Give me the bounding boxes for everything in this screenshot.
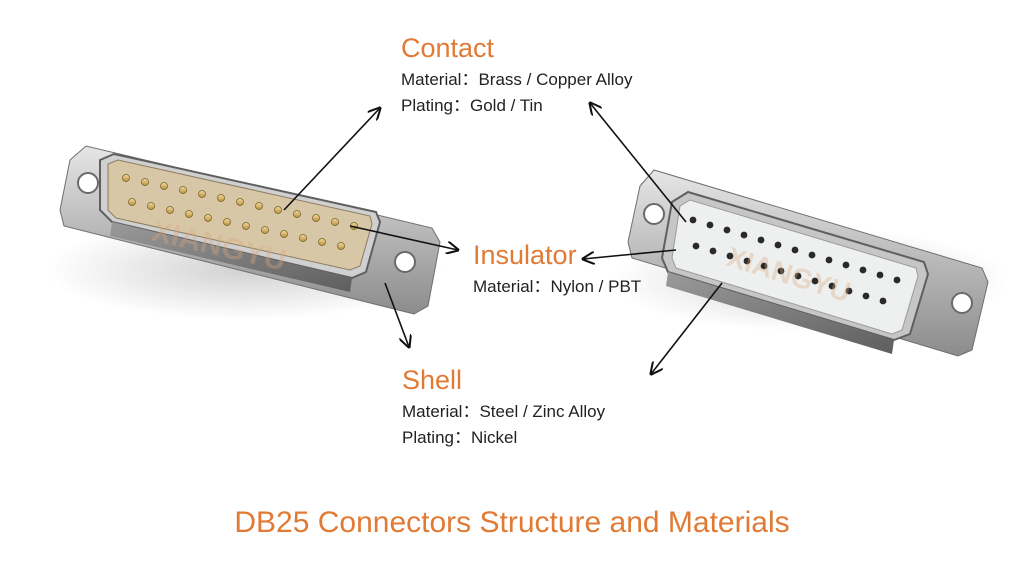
female-hole — [879, 297, 887, 305]
shell-title: Shell — [402, 365, 463, 395]
shell-plating-row: Plating：Nickel — [402, 425, 605, 451]
female-mounting-hole-right — [951, 292, 973, 314]
female-mounting-hole-left — [643, 203, 665, 225]
shell-material-label: Material： — [402, 402, 480, 421]
female-shell-body — [666, 272, 894, 354]
male-pin — [223, 218, 231, 226]
male-connector — [45, 145, 445, 320]
male-pin — [331, 218, 339, 226]
female-hole — [876, 271, 884, 279]
female-hole — [777, 267, 785, 275]
male-insulator — [107, 159, 373, 271]
insulator-material-label: Material： — [473, 277, 551, 296]
male-pin — [242, 222, 250, 230]
female-hole — [723, 226, 731, 234]
arrow-insulator-female — [583, 249, 677, 259]
contact-material-label: Material： — [401, 70, 479, 89]
female-hole — [828, 282, 836, 290]
contact-material-row: Material：Brass / Copper Alloy — [401, 67, 632, 93]
male-mounting-hole-left — [77, 172, 99, 194]
shell-plating-value: Nickel — [470, 428, 518, 447]
female-hole — [774, 241, 782, 249]
female-hole — [859, 266, 867, 274]
arrow-shell-male — [384, 282, 409, 347]
contact-plating-value: Gold / Tin — [469, 96, 543, 115]
arrow-shell-female — [651, 282, 723, 374]
callout-arrows — [283, 103, 723, 374]
shell-callout: Shell Material：Steel / Zinc Alloy Platin… — [402, 365, 605, 451]
female-hole — [692, 242, 700, 250]
male-pin — [204, 214, 212, 222]
male-pin — [185, 210, 193, 218]
female-hole — [757, 236, 765, 244]
male-pin — [318, 238, 326, 246]
female-hole — [726, 252, 734, 260]
arrow-contact-female — [590, 103, 687, 223]
female-hole — [709, 247, 717, 255]
contact-callout: Contact Material：Brass / Copper Alloy Pl… — [401, 33, 632, 119]
male-pin — [179, 186, 187, 194]
insulator-material-row: Material：Nylon / PBT — [473, 274, 641, 300]
female-hole — [808, 251, 816, 259]
male-pin — [280, 230, 288, 238]
male-pin-row-bottom — [128, 198, 345, 250]
male-pin — [236, 198, 244, 206]
female-hole — [862, 292, 870, 300]
male-mounting-hole-right — [394, 251, 416, 273]
female-hole — [743, 257, 751, 265]
male-pin — [293, 210, 301, 218]
male-pin-row-top — [122, 174, 358, 230]
male-pin — [261, 226, 269, 234]
male-pin — [299, 234, 307, 242]
male-pin — [198, 190, 206, 198]
male-shell-body — [110, 222, 352, 292]
arrow-contact-male — [283, 108, 380, 211]
female-hole — [689, 216, 697, 224]
contact-plating-row: Plating：Gold / Tin — [401, 93, 632, 119]
male-pin — [160, 182, 168, 190]
female-connector — [610, 169, 1010, 357]
contact-plating-label: Plating： — [401, 96, 470, 115]
female-hole-row-bottom — [692, 242, 887, 305]
female-hole — [706, 221, 714, 229]
female-hole — [893, 276, 901, 284]
diagram-caption: DB25 Connectors Structure and Materials — [234, 506, 790, 539]
insulator-material-value: Nylon / PBT — [550, 277, 642, 296]
male-pin — [141, 178, 149, 186]
female-hole — [811, 277, 819, 285]
female-hole — [825, 256, 833, 264]
male-pin — [217, 194, 225, 202]
arrow-insulator-male — [349, 225, 458, 250]
shell-material-row: Material：Steel / Zinc Alloy — [402, 399, 605, 425]
female-hole — [794, 272, 802, 280]
female-hole — [760, 262, 768, 270]
male-pin — [312, 214, 320, 222]
female-hole — [740, 231, 748, 239]
insulator-title: Insulator — [473, 240, 577, 270]
female-hole — [791, 246, 799, 254]
contact-title: Contact — [401, 33, 495, 63]
male-pin — [128, 198, 136, 206]
male-pin — [166, 206, 174, 214]
insulator-callout: Insulator Material：Nylon / PBT — [473, 240, 641, 300]
shell-plating-label: Plating： — [402, 428, 471, 447]
female-hole — [842, 261, 850, 269]
female-hole — [845, 287, 853, 295]
contact-material-value: Brass / Copper Alloy — [478, 70, 633, 89]
male-pin — [337, 242, 345, 250]
female-hole-row-top — [689, 216, 901, 284]
male-pin — [122, 174, 130, 182]
male-pin — [274, 206, 282, 214]
male-pin — [255, 202, 263, 210]
shell-material-value: Steel / Zinc Alloy — [479, 402, 606, 421]
female-insulator — [671, 199, 919, 335]
male-pin — [147, 202, 155, 210]
